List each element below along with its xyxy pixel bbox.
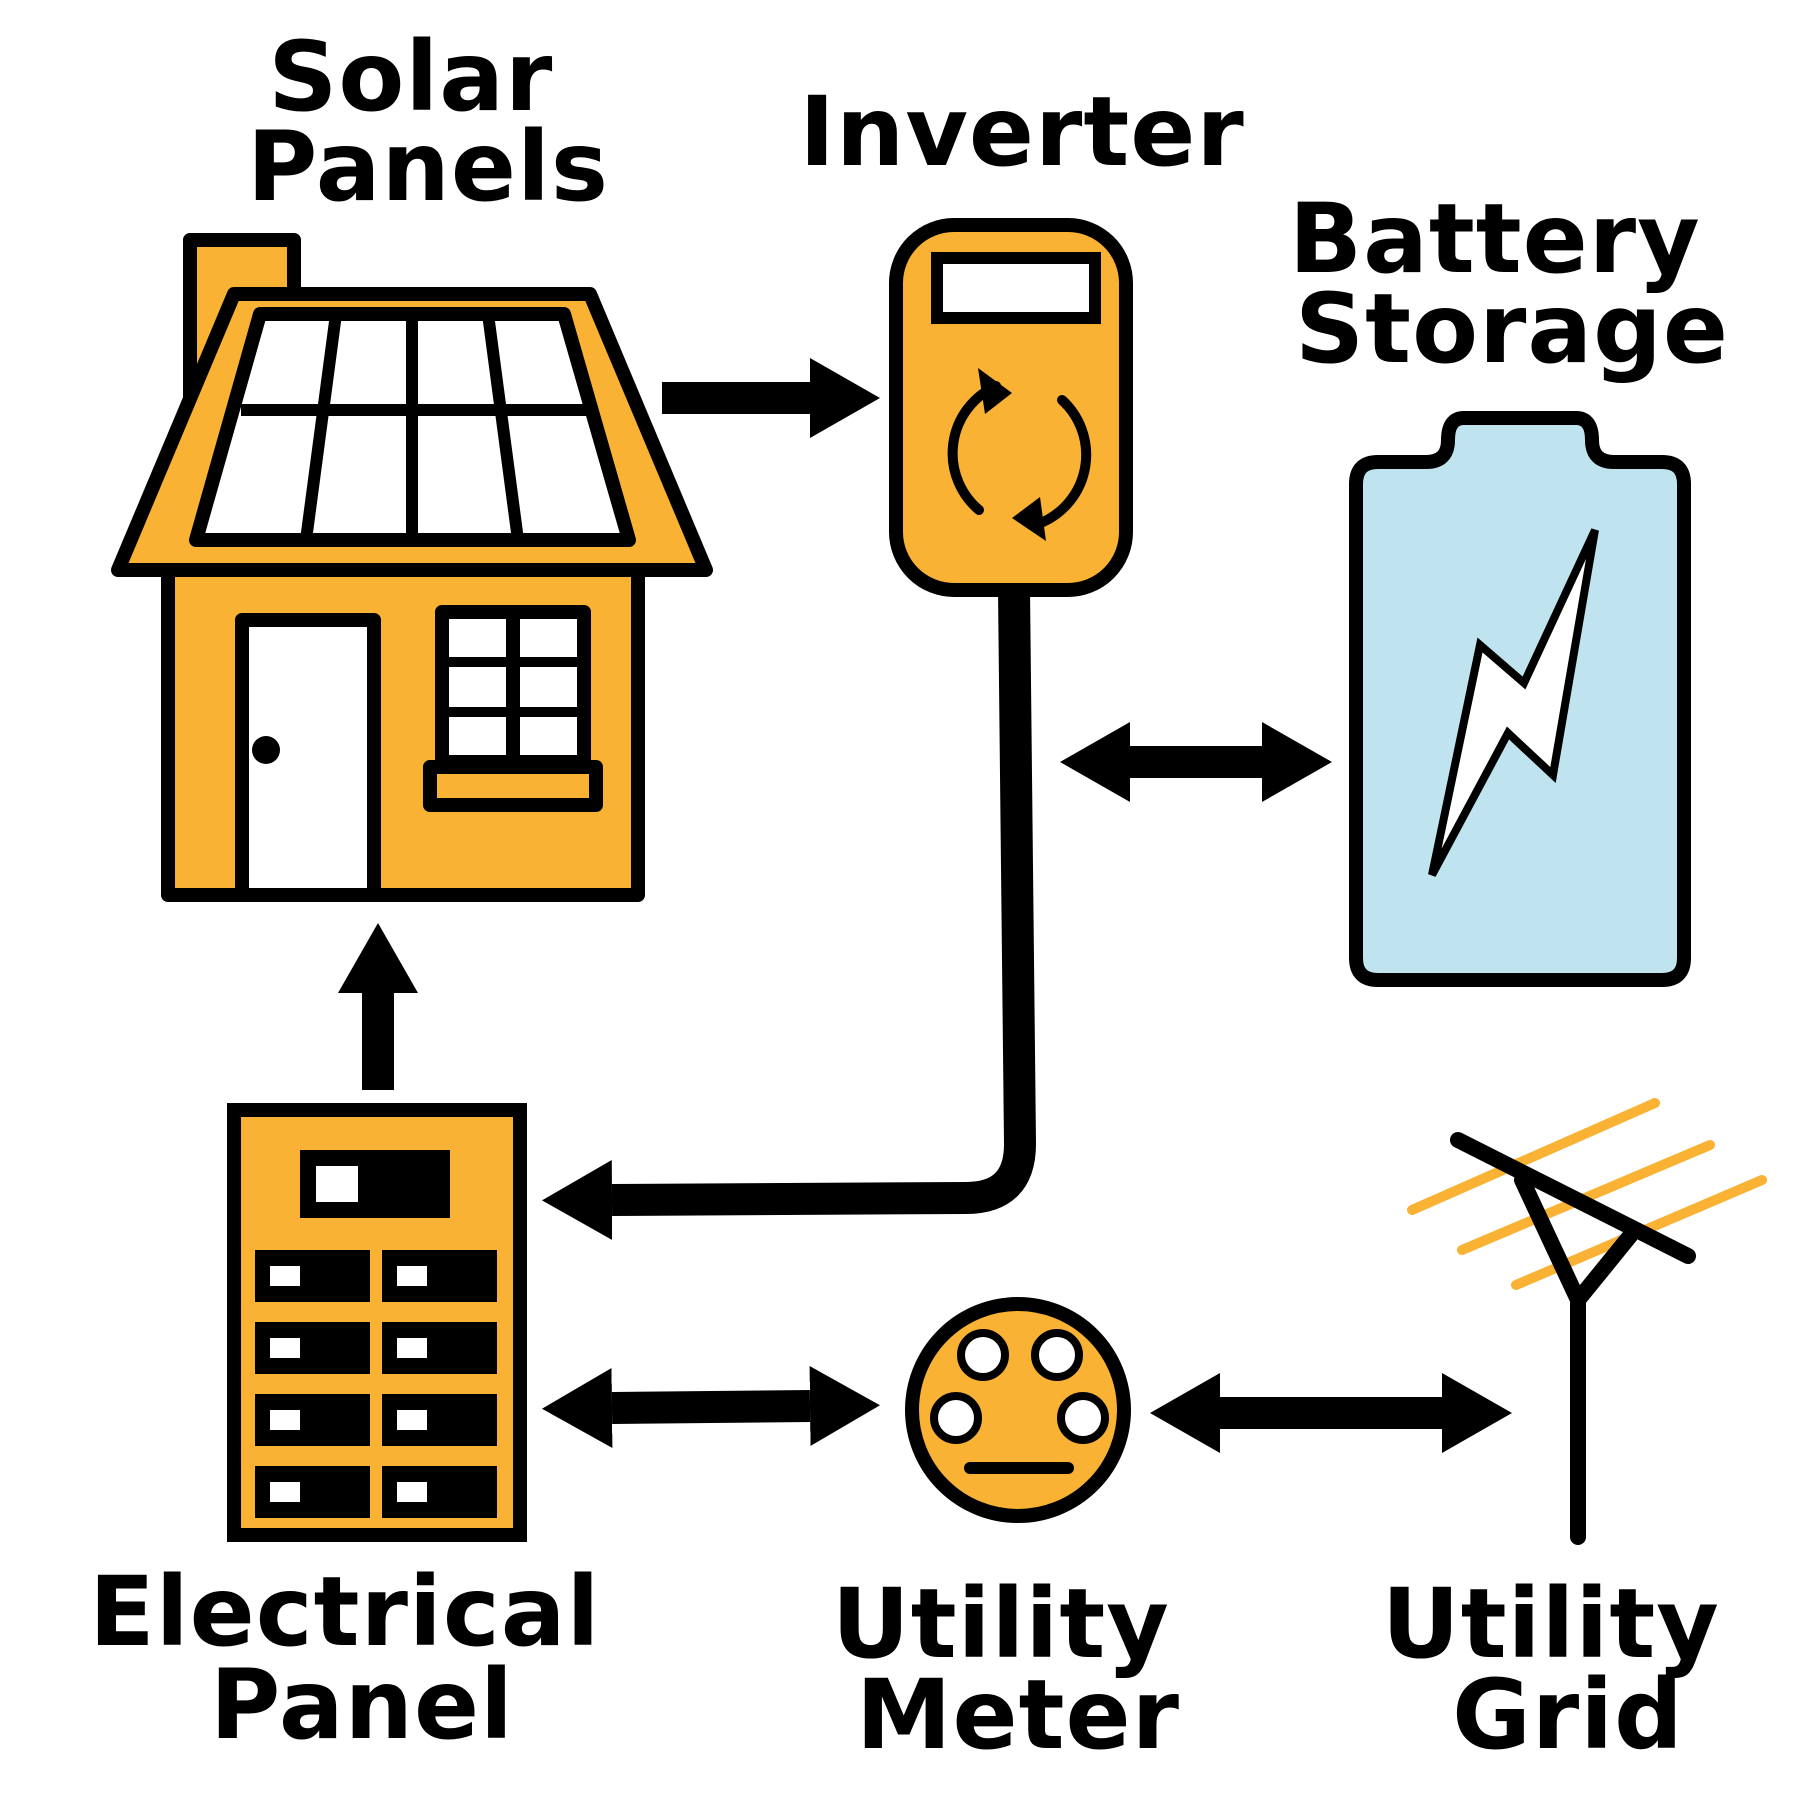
power-pole-icon	[1407, 1098, 1767, 1545]
label-solar-panels-line-2: Panels	[247, 111, 609, 223]
label-electrical-panel: Electrical Panel	[89, 1556, 635, 1761]
label-solar-panels-line-1: Solar	[268, 21, 553, 133]
refresh-cycle-icon	[947, 368, 1092, 541]
label-battery-storage-line-1: Battery	[1289, 183, 1701, 295]
label-utility-meter-line-2: Meter	[856, 1659, 1180, 1771]
label-inverter: Inverter	[799, 76, 1244, 188]
label-utility-grid-line-1: Utility	[1382, 1568, 1720, 1680]
label-inverter-line-1: Inverter	[799, 76, 1244, 188]
lightning-bolt-icon	[1428, 528, 1599, 877]
inverter-icon	[889, 218, 1133, 597]
label-electrical-panel-line-1: Electrical	[89, 1556, 600, 1668]
label-utility-grid-line-2: Grid	[1452, 1659, 1684, 1771]
breaker-switches	[255, 1250, 497, 1518]
utility-meter-icon	[905, 1297, 1131, 1523]
label-utility-grid: Utility Grid	[1382, 1568, 1754, 1771]
label-battery-storage-line-2: Storage	[1295, 273, 1729, 385]
label-battery-storage: Battery Storage	[1289, 183, 1735, 385]
label-solar-panels: Solar Panels	[247, 21, 609, 223]
flow-arrows	[338, 358, 1512, 1453]
breaker-panel-icon	[227, 1103, 527, 1542]
arrow-electrical-panel-meter	[542, 1366, 880, 1448]
house-with-solar-panels-icon	[111, 233, 713, 902]
label-electrical-panel-line-2: Panel	[210, 1649, 514, 1761]
label-utility-meter-line-1: Utility	[832, 1568, 1170, 1680]
battery-icon	[1349, 411, 1691, 987]
label-utility-meter: Utility Meter	[832, 1568, 1204, 1771]
arrow-inverter-to-electrical-panel	[542, 589, 1036, 1240]
